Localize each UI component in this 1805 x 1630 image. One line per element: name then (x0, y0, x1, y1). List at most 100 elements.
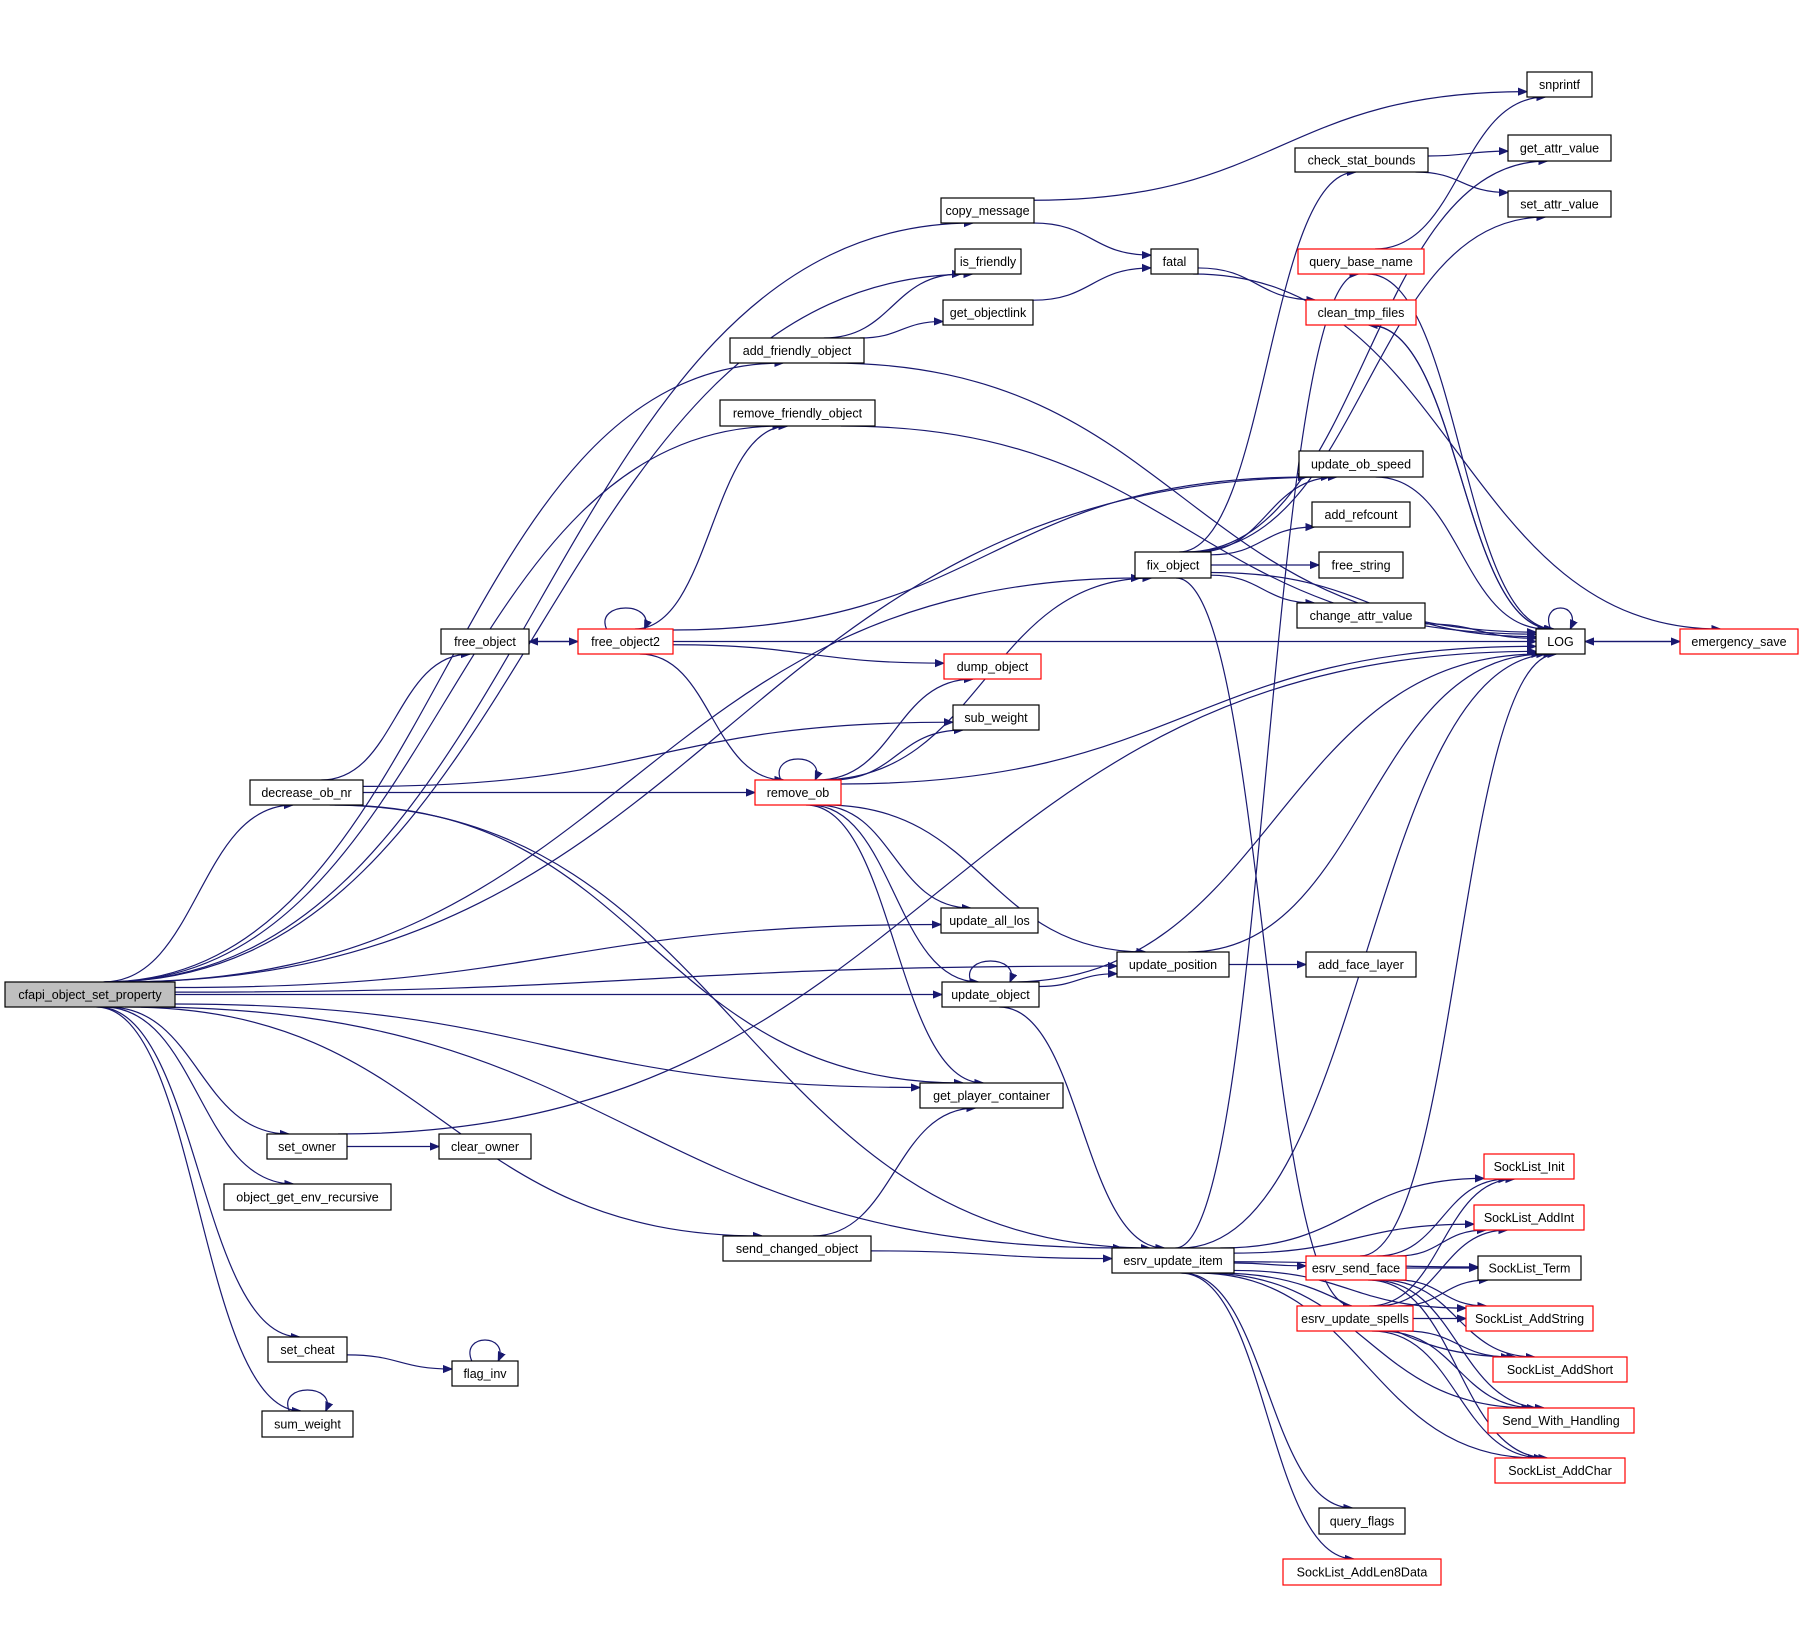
node-box[interactable] (1111, 1247, 1235, 1274)
node-box[interactable] (438, 1133, 532, 1160)
node-box[interactable] (1298, 450, 1424, 478)
node-box[interactable] (1507, 190, 1612, 218)
node-set-cheat[interactable]: set_cheat (267, 1336, 348, 1363)
node-clear-owner[interactable]: clear_owner (438, 1133, 532, 1160)
node-box[interactable] (1318, 551, 1404, 579)
node-esrv-update-spells[interactable]: esrv_update_spells (1296, 1305, 1414, 1332)
node-object-get-env-recursive[interactable]: object_get_env_recursive (223, 1183, 392, 1211)
node-box[interactable] (954, 248, 1022, 275)
node-box[interactable] (1282, 1558, 1442, 1586)
node-send-changed-object[interactable]: send_changed_object (722, 1235, 872, 1262)
node-update-position[interactable]: update_position (1116, 951, 1230, 978)
node-box[interactable] (1150, 248, 1199, 275)
node-add-friendly-object[interactable]: add_friendly_object (729, 337, 865, 364)
node-box[interactable] (1465, 1305, 1594, 1332)
node-box[interactable] (266, 1133, 348, 1160)
node-remove-friendly-object[interactable]: remove_friendly_object (719, 399, 876, 427)
node-fix-object[interactable]: fix_object (1134, 551, 1212, 579)
node-box[interactable] (249, 779, 364, 806)
node-box[interactable] (1487, 1407, 1635, 1434)
node-box[interactable] (1296, 602, 1426, 629)
node-box[interactable] (1535, 628, 1586, 655)
node-box[interactable] (952, 704, 1040, 731)
node-emergency-save[interactable]: emergency_save (1679, 628, 1799, 655)
node-socklist-addlen8data[interactable]: SockList_AddLen8Data (1282, 1558, 1442, 1586)
node-box[interactable] (1305, 951, 1417, 978)
node-dump-object[interactable]: dump_object (943, 653, 1042, 680)
node-flag-inv[interactable]: flag_inv (451, 1360, 519, 1387)
node-sub-weight[interactable]: sub_weight (952, 704, 1040, 731)
node-is-friendly[interactable]: is_friendly (954, 248, 1022, 275)
node-box[interactable] (940, 197, 1035, 224)
node-update-all-los[interactable]: update_all_los (940, 907, 1039, 934)
node-socklist-addstring[interactable]: SockList_AddString (1465, 1305, 1594, 1332)
node-box[interactable] (943, 653, 1042, 680)
node-box[interactable] (440, 628, 530, 655)
node-add-face-layer[interactable]: add_face_layer (1305, 951, 1417, 978)
node-box[interactable] (1473, 1204, 1585, 1231)
node-box[interactable] (729, 337, 865, 364)
node-box[interactable] (1507, 134, 1612, 162)
node-box[interactable] (1134, 551, 1212, 579)
node-box[interactable] (940, 907, 1039, 934)
node-box[interactable] (267, 1336, 348, 1363)
node-box[interactable] (1492, 1356, 1628, 1383)
node-remove-ob[interactable]: remove_ob (754, 779, 842, 806)
node-clean-tmp-files[interactable]: clean_tmp_files (1305, 299, 1417, 326)
node-box[interactable] (1297, 248, 1425, 275)
node-set-owner[interactable]: set_owner (266, 1133, 348, 1160)
node-get-player-container[interactable]: get_player_container (919, 1082, 1064, 1109)
node-box[interactable] (1305, 1255, 1407, 1281)
node-box[interactable] (1294, 147, 1429, 173)
node-snprintf[interactable]: snprintf (1526, 71, 1593, 98)
node-box[interactable] (722, 1235, 872, 1262)
node-log[interactable]: LOG (1535, 628, 1586, 655)
node-box[interactable] (941, 981, 1040, 1008)
node-set-attr-value[interactable]: set_attr_value (1507, 190, 1612, 218)
node-get-attr-value[interactable]: get_attr_value (1507, 134, 1612, 162)
node-box[interactable] (1477, 1255, 1582, 1281)
node-fatal[interactable]: fatal (1150, 248, 1199, 275)
node-box[interactable] (719, 399, 876, 427)
node-send-with-handling[interactable]: Send_With_Handling (1487, 1407, 1635, 1434)
node-change-attr-value[interactable]: change_attr_value (1296, 602, 1426, 629)
node-box[interactable] (1494, 1457, 1626, 1484)
node-free-object[interactable]: free_object (440, 628, 530, 655)
node-box[interactable] (1526, 71, 1593, 98)
node-socklist-addshort[interactable]: SockList_AddShort (1492, 1356, 1628, 1383)
node-box[interactable] (1318, 1507, 1406, 1535)
node-free-string[interactable]: free_string (1318, 551, 1404, 579)
node-box[interactable] (223, 1183, 392, 1211)
node-esrv-update-item[interactable]: esrv_update_item (1111, 1247, 1235, 1274)
node-query-base-name[interactable]: query_base_name (1297, 248, 1425, 275)
node-box[interactable] (577, 628, 674, 655)
node-esrv-send-face[interactable]: esrv_send_face (1305, 1255, 1407, 1281)
node-socklist-init[interactable]: SockList_Init (1483, 1153, 1575, 1180)
node-socklist-term[interactable]: SockList_Term (1477, 1255, 1582, 1281)
node-box[interactable] (942, 299, 1034, 326)
node-box[interactable] (919, 1082, 1064, 1109)
node-box[interactable] (451, 1360, 519, 1387)
node-query-flags[interactable]: query_flags (1318, 1507, 1406, 1535)
node-box[interactable] (1679, 628, 1799, 655)
node-check-stat-bounds[interactable]: check_stat_bounds (1294, 147, 1429, 173)
node-box[interactable] (1296, 1305, 1414, 1332)
node-update-ob-speed[interactable]: update_ob_speed (1298, 450, 1424, 478)
node-get-objectlink[interactable]: get_objectlink (942, 299, 1034, 326)
node-update-object[interactable]: update_object (941, 981, 1040, 1008)
node-box[interactable] (1116, 951, 1230, 978)
node-box[interactable] (1311, 501, 1411, 528)
node-decrease-ob-nr[interactable]: decrease_ob_nr (249, 779, 364, 806)
node-cfapi-object-set-property[interactable]: cfapi_object_set_property (4, 981, 176, 1008)
node-box[interactable] (1305, 299, 1417, 326)
node-box[interactable] (1483, 1153, 1575, 1180)
node-box[interactable] (261, 1410, 354, 1438)
node-box[interactable] (4, 981, 176, 1008)
node-socklist-addint[interactable]: SockList_AddInt (1473, 1204, 1585, 1231)
node-sum-weight[interactable]: sum_weight (261, 1410, 354, 1438)
node-socklist-addchar[interactable]: SockList_AddChar (1494, 1457, 1626, 1484)
node-box[interactable] (754, 779, 842, 806)
node-add-refcount[interactable]: add_refcount (1311, 501, 1411, 528)
node-copy-message[interactable]: copy_message (940, 197, 1035, 224)
node-free-object2[interactable]: free_object2 (577, 628, 674, 655)
